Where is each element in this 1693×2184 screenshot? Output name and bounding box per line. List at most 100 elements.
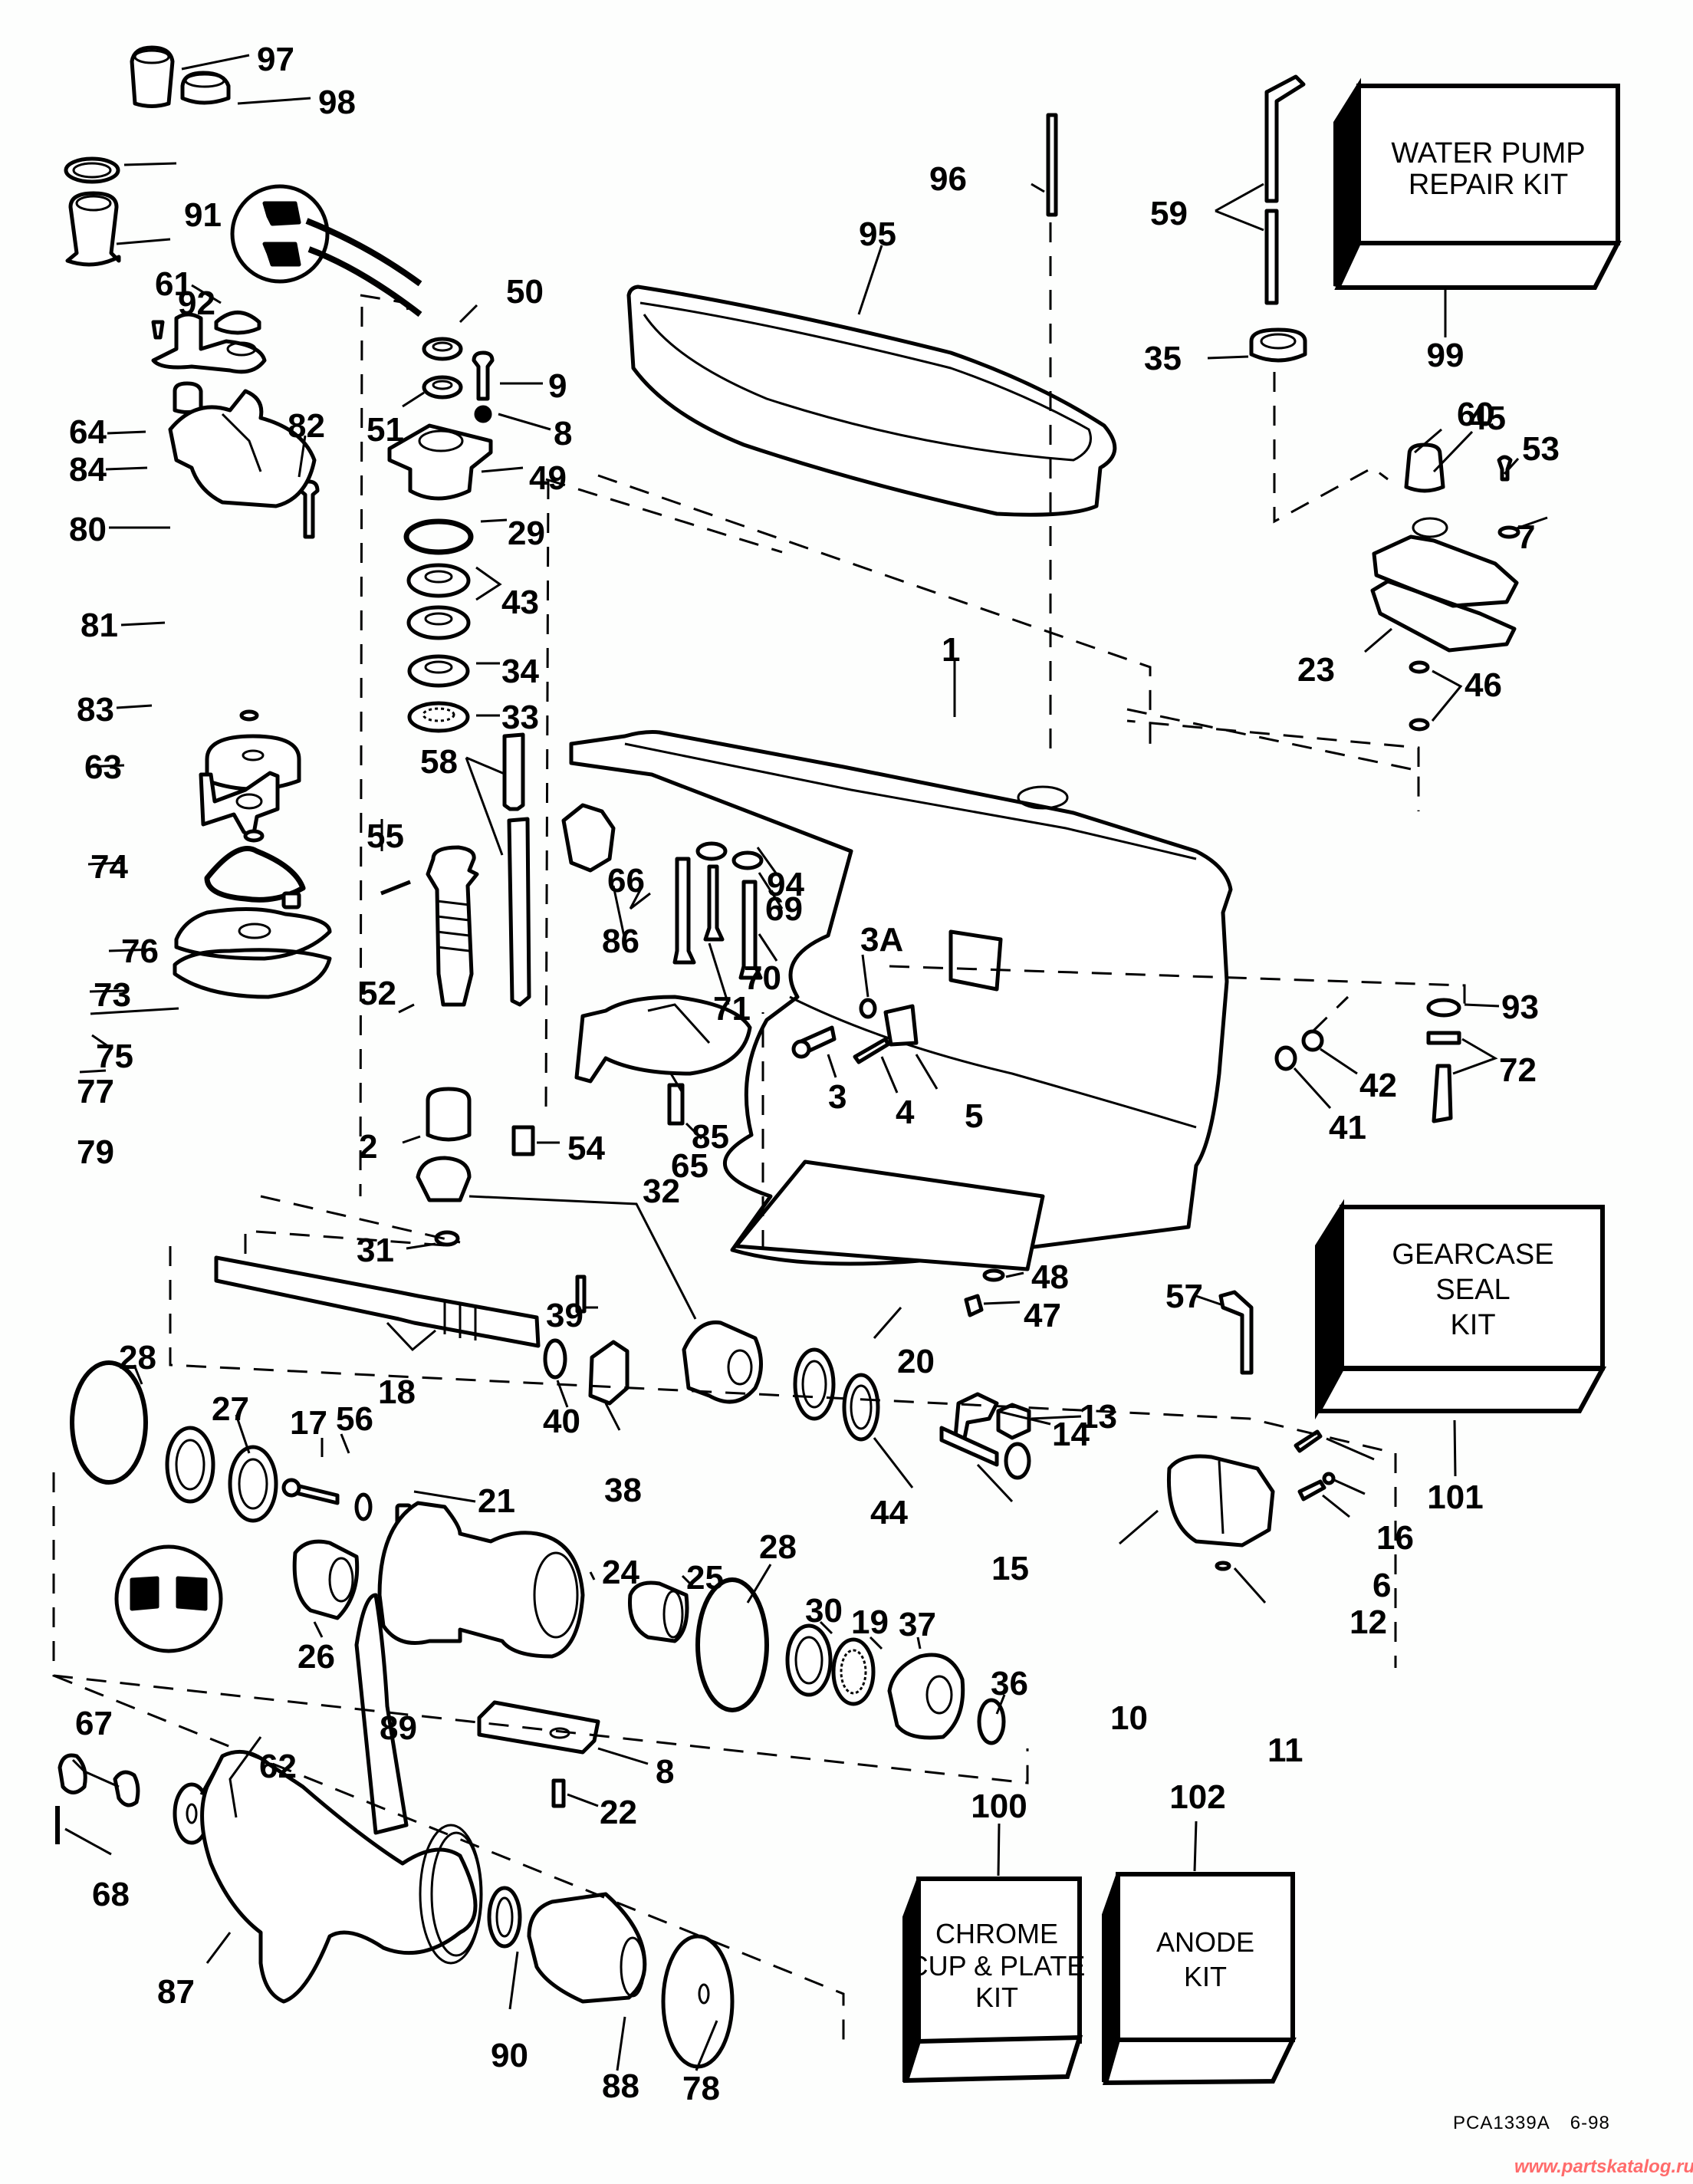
callout-60: 60 xyxy=(1457,396,1494,433)
part-70-bolt xyxy=(738,880,763,980)
part-45-cover xyxy=(1372,517,1519,608)
part-75-key xyxy=(281,891,301,909)
callout-7: 7 xyxy=(1517,518,1535,556)
callout-39: 39 xyxy=(546,1297,584,1334)
callout-38: 38 xyxy=(604,1472,642,1509)
part-29-oring xyxy=(403,518,474,555)
part-96-stud xyxy=(1046,113,1058,217)
part-17-bolt xyxy=(281,1478,340,1505)
part-73-seal xyxy=(204,846,306,903)
part-50-seal xyxy=(422,337,463,361)
kit-box-anode[interactable]: ANODE KIT 102 xyxy=(1102,1778,1297,2086)
part-24-bearing-housing xyxy=(377,1501,585,1659)
callout-75: 75 xyxy=(96,1038,133,1075)
part-55-pin xyxy=(380,880,411,896)
callout-65: 65 xyxy=(671,1147,708,1185)
callout-46: 46 xyxy=(1465,666,1502,704)
part-64-screw xyxy=(151,320,165,340)
kit-box-chrome-cup[interactable]: CHROME CUP & PLATE KIT 100 xyxy=(902,1788,1085,2084)
callout-16: 16 xyxy=(1376,1519,1414,1557)
callout-71: 71 xyxy=(713,990,751,1028)
callout-36: 36 xyxy=(991,1665,1028,1702)
callout-34: 34 xyxy=(501,653,539,690)
callout-37: 37 xyxy=(899,1606,936,1643)
part-72-bolt-nut xyxy=(1426,1031,1461,1123)
callout-45: 45 xyxy=(1468,400,1506,437)
drawing-code-id: PCA1339A xyxy=(1453,2113,1550,2133)
callout-53: 53 xyxy=(1522,430,1560,468)
kit-number: 101 xyxy=(1427,1478,1483,1516)
part-49-retainer xyxy=(387,423,493,501)
part-30-washer xyxy=(785,1623,833,1697)
part-76-ring xyxy=(243,829,265,843)
callout-9: 9 xyxy=(548,367,567,405)
part-58-driveshaft xyxy=(502,732,531,1007)
part-4-pin xyxy=(853,1037,890,1064)
callout-3A: 3A xyxy=(860,921,903,959)
part-9-bolt xyxy=(472,350,495,401)
part-78-spacer xyxy=(661,1934,735,2069)
callout-18: 18 xyxy=(378,1373,416,1411)
callout-91: 91 xyxy=(184,196,222,234)
callout-47: 47 xyxy=(1024,1297,1061,1334)
part-38-clutch-dog xyxy=(588,1340,630,1406)
callout-23: 23 xyxy=(1297,651,1335,689)
callout-77: 77 xyxy=(77,1073,114,1110)
callout-13: 13 xyxy=(1080,1398,1117,1436)
callout-19: 19 xyxy=(851,1603,889,1641)
part-28-oring-large xyxy=(70,1360,148,1485)
callout-31: 31 xyxy=(357,1232,394,1269)
callout-95: 95 xyxy=(859,215,896,253)
part-51-seal xyxy=(422,375,463,400)
callout-12: 12 xyxy=(1349,1603,1387,1641)
kit-box-gearcase-seal[interactable]: GEARCASE SEAL KIT 101 xyxy=(1314,1199,1607,1516)
part-28-oring-small xyxy=(695,1577,769,1712)
callout-48: 48 xyxy=(1031,1258,1069,1296)
part-13-shift-lever xyxy=(996,1403,1031,1440)
callout-78: 78 xyxy=(682,2070,720,2107)
callout-80: 80 xyxy=(69,511,107,548)
callout-49: 49 xyxy=(529,459,567,497)
callout-2: 2 xyxy=(359,1128,377,1166)
kit-box-water-pump[interactable]: WATER PUMP REPAIR KIT 99 xyxy=(1333,77,1622,374)
callout-59: 59 xyxy=(1150,195,1188,232)
part-54-coupler xyxy=(511,1125,535,1156)
part-31-washer xyxy=(434,1230,460,1247)
part-15-shift-shaft xyxy=(939,1426,1031,1480)
callout-14: 14 xyxy=(1052,1416,1090,1453)
callout-50: 50 xyxy=(506,273,544,311)
part-23-gasket xyxy=(1370,579,1517,653)
part-63-cup xyxy=(205,734,301,791)
part-88-thrust-hub xyxy=(527,1892,647,2004)
seal-detail-inset xyxy=(230,184,422,317)
kit-number: 100 xyxy=(971,1788,1027,1825)
part-6-ball xyxy=(1322,1472,1336,1485)
part-26-bearing xyxy=(292,1539,360,1620)
callout-8: 8 xyxy=(554,415,572,452)
part-34-washer xyxy=(407,654,470,688)
part-59-water-tube xyxy=(1264,74,1306,305)
kit-label-line: GEARCASE xyxy=(1392,1238,1553,1271)
part-40-ring xyxy=(543,1338,567,1380)
part-46-washers xyxy=(1409,660,1430,732)
part-27-seals xyxy=(165,1426,278,1523)
callout-25: 25 xyxy=(686,1559,724,1597)
part-18-propshaft xyxy=(214,1255,541,1348)
callout-92: 92 xyxy=(178,285,215,322)
callout-22: 22 xyxy=(600,1794,637,1831)
part-43-shims xyxy=(406,563,471,640)
watermark-link[interactable]: www.partskatalog.ru xyxy=(1514,2156,1693,2177)
part-19-thrust-bearing xyxy=(831,1637,876,1706)
callout-55: 55 xyxy=(367,817,404,855)
part-67-hub-nut xyxy=(58,1753,140,1807)
part-16-pin xyxy=(1294,1429,1323,1453)
part-48-plug xyxy=(982,1268,1005,1282)
callout-96: 96 xyxy=(929,160,967,198)
part-91-ring xyxy=(64,156,120,184)
callout-32: 32 xyxy=(643,1173,680,1210)
part-86-anode xyxy=(561,803,616,873)
callout-44: 44 xyxy=(870,1494,908,1531)
callout-3: 3 xyxy=(828,1078,846,1116)
callout-52: 52 xyxy=(359,975,396,1012)
part-1-gearcase xyxy=(569,730,1233,1271)
